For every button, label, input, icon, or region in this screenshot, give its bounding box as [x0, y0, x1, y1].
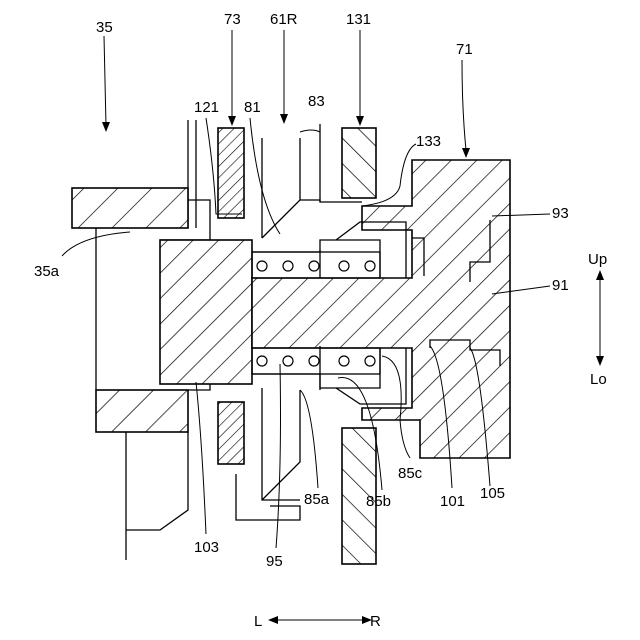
spring-95-upper — [252, 252, 380, 278]
label-left: L — [254, 613, 262, 630]
plate-131-upper — [342, 128, 376, 198]
direction-left-right-arrow — [268, 616, 372, 624]
label-85a: 85a — [304, 491, 330, 508]
label-91: 91 — [552, 277, 569, 294]
spring-95-lower — [252, 348, 380, 374]
label-81: 81 — [244, 99, 261, 116]
block-35-lower — [96, 390, 188, 432]
label-103: 103 — [194, 539, 219, 556]
plate-73-lower — [218, 402, 244, 464]
label-right: R — [370, 613, 381, 630]
label-71: 71 — [456, 41, 473, 58]
direction-up-down-arrow — [596, 270, 604, 366]
plate-73-upper — [218, 128, 244, 218]
label-85c: 85c — [398, 465, 423, 482]
label-lo: Lo — [590, 371, 607, 388]
shaft-head-103 — [160, 240, 252, 384]
housing-71 — [252, 160, 510, 458]
label-up: Up — [588, 251, 607, 268]
label-133: 133 — [416, 133, 441, 150]
label-105: 105 — [480, 485, 505, 502]
label-131: 131 — [346, 11, 371, 28]
label-95: 95 — [266, 553, 283, 570]
label-61R: 61R — [270, 11, 298, 28]
label-93: 93 — [552, 205, 569, 222]
label-85b: 85b — [366, 493, 391, 510]
label-121: 121 — [194, 99, 219, 116]
label-35a: 35a — [34, 263, 60, 280]
label-73: 73 — [224, 11, 241, 28]
label-35: 35 — [96, 19, 113, 36]
label-101: 101 — [440, 493, 465, 510]
label-83: 83 — [308, 93, 325, 110]
block-35-upper — [72, 188, 188, 228]
